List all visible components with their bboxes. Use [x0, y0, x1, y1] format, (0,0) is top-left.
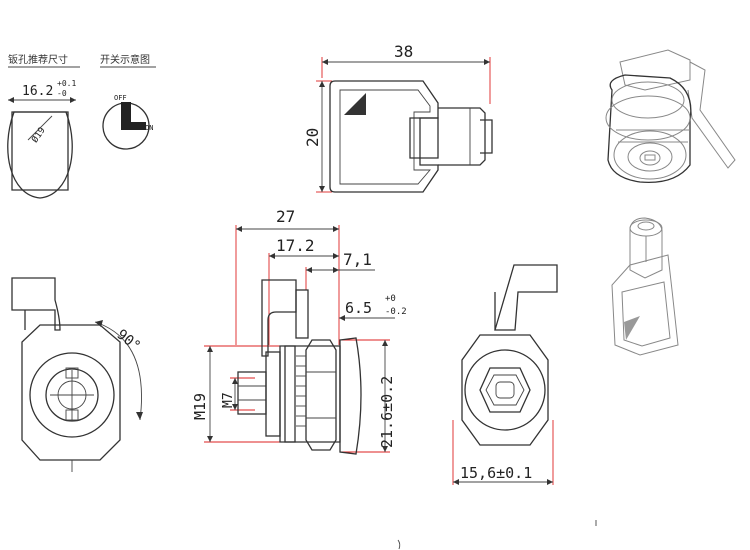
cam-arm-side	[261, 279, 297, 357]
panel-cutout-view: 钣孔推荐尺寸 16.2 +0.1 -0 Ø19	[7, 53, 80, 199]
rear-view: 15,6±0.1	[452, 264, 558, 485]
lock-3d-view	[605, 49, 736, 184]
hex-nut-side	[305, 339, 337, 451]
rotation-dim: 90°	[114, 327, 144, 355]
length-body-dim: 17.2	[276, 236, 315, 255]
lock-face	[339, 337, 362, 455]
hex-nut-front	[21, 324, 121, 461]
cutout-diameter-dim: Ø19	[29, 125, 47, 145]
cutout-tol-upper: +0.1	[57, 79, 76, 88]
thread-major-dim: M19	[191, 393, 209, 420]
key-height-dim: 20	[303, 128, 322, 147]
across-flats-dim: 15,6±0.1	[460, 464, 532, 482]
key-length-dim: 38	[394, 42, 413, 61]
cam-offset-dim: 7,1	[343, 250, 372, 269]
switch-schematic: 开关示意图 OFF ON	[100, 53, 156, 150]
cam-tol-upper: +0	[385, 294, 396, 304]
hex-nut-rear	[461, 334, 549, 446]
threaded-body	[279, 345, 341, 443]
switch-title: 开关示意图	[100, 53, 150, 66]
cam-thickness-dim: 6.5	[345, 299, 372, 317]
key-triangle-mark	[344, 93, 366, 115]
cutout-width-dim: 16.2	[22, 84, 53, 99]
cam-tol-lower: -0.2	[385, 307, 407, 317]
side-view: 27 17.2 7,1 6.5 +0 -0.2 M19 M7	[191, 207, 407, 455]
key-view: 38 20	[303, 42, 493, 193]
key-head	[329, 80, 439, 193]
length-total-dim: 27	[276, 207, 295, 226]
on-label: ON	[145, 124, 153, 132]
cutout-title: 钣孔推荐尺寸	[8, 53, 68, 66]
face-diameter-dim: 21.6±0.2	[378, 376, 396, 448]
thread-minor-dim: M7	[221, 392, 236, 408]
off-label: OFF	[114, 94, 127, 102]
switch-pointer	[121, 102, 146, 130]
front-view-cam: 90°	[11, 277, 144, 472]
key-3d-view	[611, 217, 679, 356]
cutout-tol-lower: -0	[57, 89, 67, 98]
